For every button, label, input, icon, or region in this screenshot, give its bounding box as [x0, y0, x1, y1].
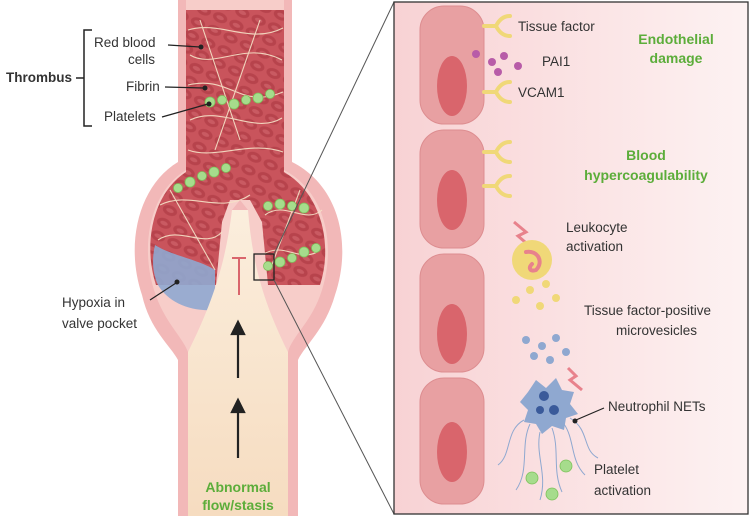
endothelial-cells [419, 5, 485, 505]
vcam1-label: VCAM1 [518, 85, 565, 100]
platelet-chains [173, 89, 321, 271]
hypoxia-label: Hypoxia in [62, 295, 125, 310]
pai1-dots [472, 50, 522, 76]
fibrin-strands [157, 19, 323, 271]
leukocyte-label: Leukocyte [566, 220, 628, 235]
hypoxia-label-2: valve pocket [62, 316, 137, 331]
flow-arrows [230, 319, 246, 458]
fibrin-label: Fibrin [126, 79, 160, 94]
vein-illustration [134, 0, 395, 516]
platelet-icons [525, 459, 573, 501]
thrombus-bracket [76, 29, 92, 127]
neutrophil-icon [497, 366, 599, 501]
endothelial-damage-label-2: damage [650, 50, 703, 66]
leukocyte-label-2: activation [566, 239, 623, 254]
zoom-region-box [253, 253, 275, 281]
thrombus-label: Thrombus [6, 70, 72, 85]
leukocyte-icon [512, 220, 552, 280]
pai1-label: PAI1 [542, 54, 570, 69]
blood-hypercoag-label: Blood [626, 147, 666, 163]
blood-hypercoag-label-2: hypercoagulability [584, 167, 708, 183]
tissue-factor-label: Tissue factor [518, 19, 595, 34]
tf-microvesicles-label-2: microvesicles [616, 323, 697, 338]
endothelial-damage-label: Endothelial [638, 31, 713, 47]
tf-microvesicles-label: Tissue factor-positive [584, 303, 711, 318]
red-blood-cells-label-2: cells [128, 52, 155, 67]
abnormal-flow-label: Abnormal [205, 479, 270, 495]
receptor-icons [482, 14, 512, 198]
platelet-activation-label: Platelet [594, 462, 639, 477]
abnormal-flow-label-2: flow/stasis [202, 497, 274, 513]
neutrophil-nets-label: Neutrophil NETs [608, 399, 706, 414]
hypoxia-valve-pocket [153, 245, 215, 311]
red-blood-cells-label: Red blood [94, 35, 156, 50]
nucleus [437, 56, 467, 116]
thrombus-clot [150, 10, 326, 285]
platelets-label: Platelets [104, 109, 156, 124]
platelet-activation-label-2: activation [594, 483, 651, 498]
microvesicle-dots [512, 280, 570, 364]
zoom-panel: Tissue factor PAI1 VCAM1 Endothelial dam… [393, 1, 749, 515]
